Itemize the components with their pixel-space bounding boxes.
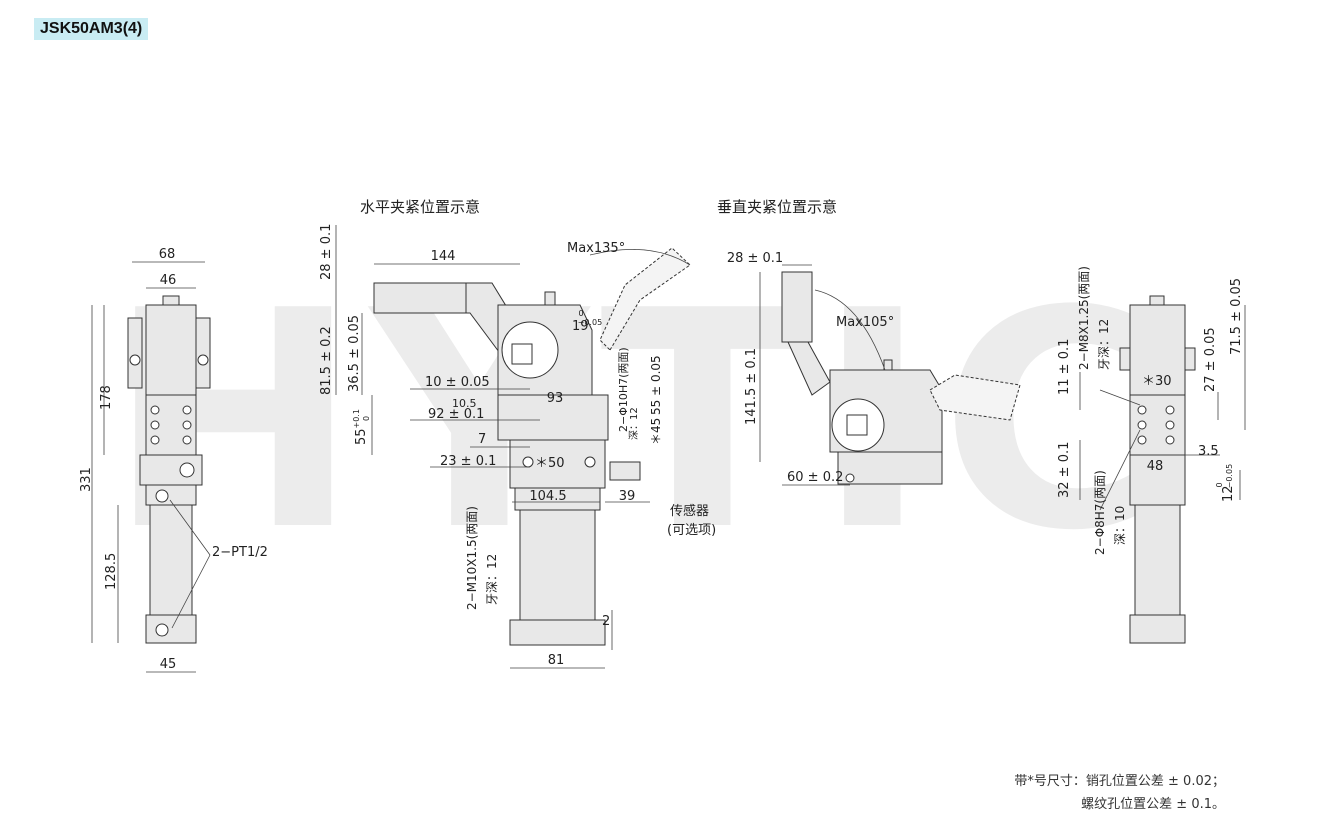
dim-12: 120−0.05 <box>1215 464 1236 502</box>
port-label: 2−PT1/2 <box>212 545 268 560</box>
dim-68: 68 <box>159 247 176 262</box>
dim-23: 23 ± 0.1 <box>440 454 496 469</box>
dim-10-5: 10.5 <box>452 397 477 410</box>
dim-104-5: 104.5 <box>529 489 566 504</box>
dim-144: 144 <box>431 249 456 264</box>
horizontal-view <box>373 247 691 646</box>
dim-45s: ＊45 <box>649 418 663 445</box>
dim-92: 92 ± 0.1 <box>428 407 484 422</box>
dim-178: 178 <box>99 385 114 410</box>
dim-7: 7 <box>478 432 486 447</box>
front-dimensions <box>91 261 211 673</box>
dim-46: 46 <box>160 273 177 288</box>
max135-label: Max135° <box>567 241 625 256</box>
horizontal-view-title: 水平夹紧位置示意 <box>360 198 480 216</box>
vertical-view-title: 垂直夹紧位置示意 <box>717 198 837 216</box>
horizontal-dimensions <box>335 225 691 669</box>
dim-28b: 28 ± 0.1 <box>727 251 783 266</box>
deep12a-label: 深：12 <box>628 407 640 440</box>
dim-32: 32 ± 0.1 <box>1057 442 1072 498</box>
dim-30: ＊30 <box>1142 374 1172 389</box>
dim-55: 55+0.10 <box>352 409 371 445</box>
dim-10: 10 ± 0.05 <box>425 375 490 390</box>
dim-71-5: 71.5 ± 0.05 <box>1229 278 1244 355</box>
note-line-2: 螺纹孔位置公差 ± 0.1。 <box>1081 797 1225 812</box>
front-view <box>127 295 211 644</box>
side-view <box>1119 295 1196 644</box>
dim-50: ＊50 <box>535 456 565 471</box>
dim-81-5: 81.5 ± 0.2 <box>319 326 334 395</box>
dim-45: 45 <box>160 657 177 672</box>
phi8-label: 2−Φ8H7(两面) <box>1093 470 1107 555</box>
sensor-label: 传感器 <box>670 503 709 519</box>
note-line-1: 带*号尺寸：销孔位置公差 ± 0.02； <box>1014 774 1225 789</box>
dim-27: 27 ± 0.05 <box>1203 327 1218 392</box>
dim-2: 2 <box>602 614 610 629</box>
side-dimensions <box>1079 305 1246 511</box>
m10-label: 2−M10X1.5(两面) <box>465 506 479 610</box>
dim-48: 48 <box>1147 459 1164 474</box>
vertical-view <box>781 271 1021 485</box>
deep10-label: 深：10 <box>1113 506 1127 545</box>
sensor-optional-label: (可选项) <box>667 523 716 538</box>
dim-28: 28 ± 0.1 <box>319 224 334 280</box>
dim-141-5: 141.5 ± 0.1 <box>744 348 759 425</box>
dim-11: 11 ± 0.1 <box>1057 339 1072 395</box>
phi10-label: 2−Φ10H7(两面) <box>617 347 630 432</box>
dim-55b: 55 ± 0.05 <box>649 355 663 415</box>
dim-60: 60 ± 0.2 <box>787 470 843 485</box>
deep12c-label: 牙深：12 <box>1097 319 1111 370</box>
dim-36-5: 36.5 ± 0.05 <box>347 315 362 392</box>
model-title: JSK50AM3(4) <box>34 18 149 40</box>
dim-93: 93 <box>547 391 564 406</box>
m8-label: 2−M8X1.25(两面) <box>1077 266 1091 370</box>
dim-128-5: 128.5 <box>104 553 119 590</box>
dim-331: 331 <box>79 467 94 492</box>
dim-81: 81 <box>548 653 565 668</box>
dim-19: 190−0.05 <box>572 309 602 334</box>
max105-label: Max105° <box>836 315 894 330</box>
vertical-dimensions <box>759 264 886 486</box>
deep12b-label: 牙深：12 <box>485 554 499 605</box>
dim-3-5: 3.5 <box>1198 444 1219 459</box>
dim-39: 39 <box>619 489 636 504</box>
